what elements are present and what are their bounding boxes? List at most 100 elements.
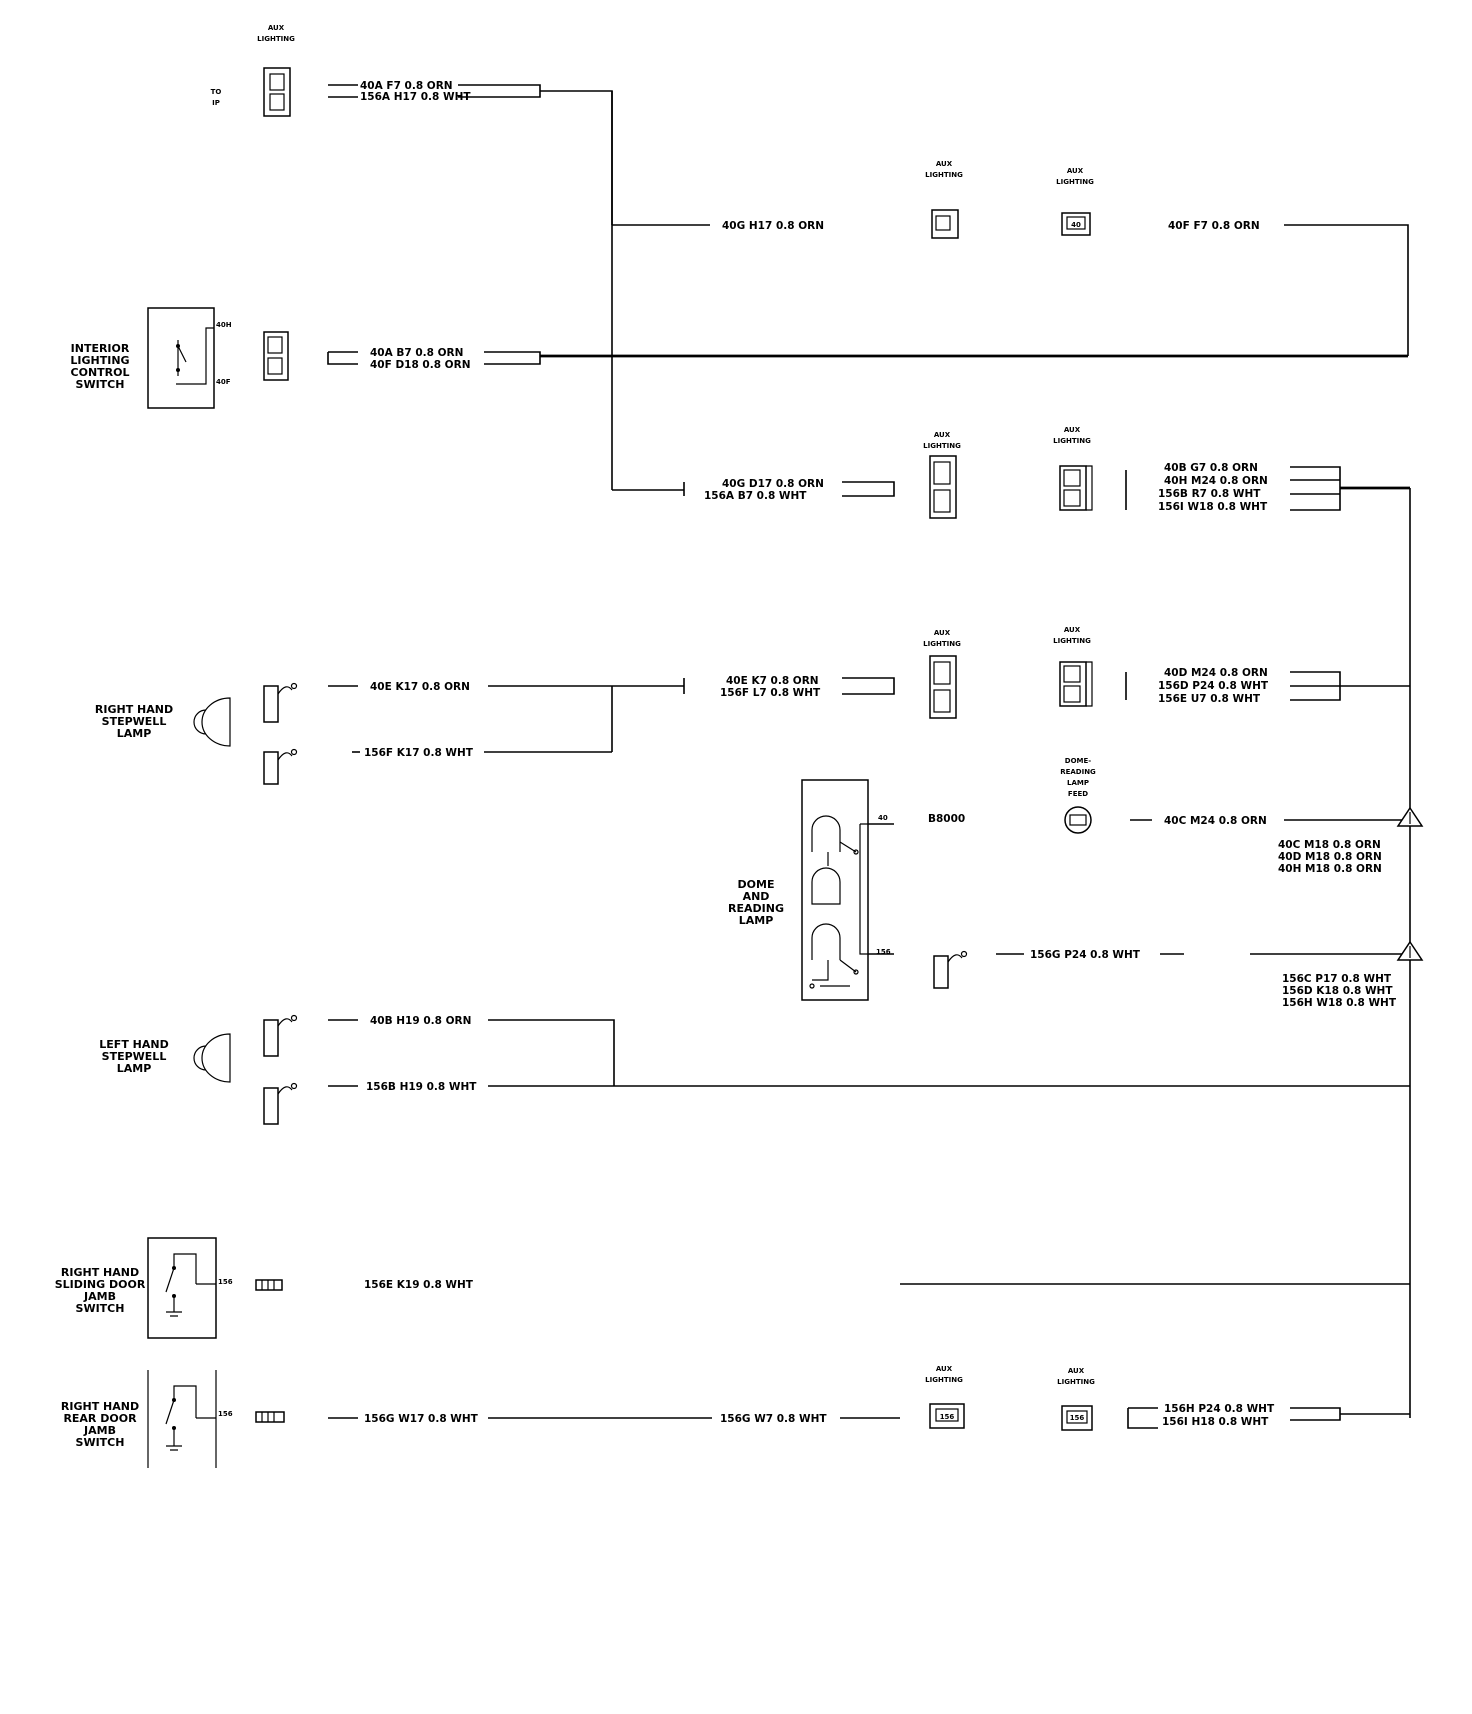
wire-label: 40A F7 0.8 ORN	[360, 80, 453, 92]
svg-text:LIGHTING: LIGHTING	[1053, 637, 1091, 645]
svg-text:AUX: AUX	[1067, 167, 1084, 175]
interior-switch-label-1: INTERIOR	[71, 342, 130, 355]
lh-stepwell-terminal-a	[263, 1014, 298, 1057]
svg-text:AUX: AUX	[1064, 626, 1081, 634]
svg-text:AUX: AUX	[1064, 426, 1081, 434]
rh-stepwell-lamp-icon	[193, 697, 231, 747]
wire-label: 156I W18 0.8 WHT	[1158, 501, 1268, 513]
rh-sliding-label-3: JAMB	[83, 1290, 116, 1303]
wire-label: 156E U7 0.8 WHT	[1158, 693, 1261, 705]
svg-text:AUX: AUX	[934, 629, 951, 637]
lh-stepwell-lamp-icon	[193, 1033, 231, 1083]
svg-text:LIGHTING: LIGHTING	[925, 171, 963, 179]
wire-label: 156B H19 0.8 WHT	[366, 1081, 477, 1093]
feed-label-3: LAMP	[1067, 779, 1089, 787]
interior-switch-connector	[263, 331, 289, 381]
dome-label-2: AND	[743, 890, 770, 903]
svg-text:40H: 40H	[216, 321, 232, 329]
interior-switch-label-2: LIGHTING	[70, 354, 129, 367]
wire-label: 40A B7 0.8 ORN	[370, 347, 463, 359]
dome-feed-connector	[1064, 806, 1092, 834]
aux-connector-mid-top-b: AUX LIGHTING 40	[1056, 167, 1094, 236]
pin-label: 40	[1071, 221, 1081, 229]
wire-label: 40B H19 0.8 ORN	[370, 1015, 471, 1027]
pin-label: 156	[1070, 1414, 1085, 1422]
wire-label: 40B G7 0.8 ORN	[1164, 462, 1258, 474]
aux-connector-top-left: AUX LIGHTING	[257, 24, 295, 117]
to-ip-label-1: TO	[211, 88, 222, 96]
svg-text:LIGHTING: LIGHTING	[1053, 437, 1091, 445]
rh-stepwell-label-3: LAMP	[117, 727, 152, 740]
rh-sliding-label-1: RIGHT HAND	[61, 1266, 139, 1279]
splice-triangle-upper	[1396, 806, 1424, 827]
dome-label-4: LAMP	[739, 914, 774, 927]
svg-text:LIGHTING: LIGHTING	[923, 640, 961, 648]
pin-label: 156	[218, 1410, 233, 1418]
lh-stepwell-label-1: LEFT HAND	[99, 1038, 168, 1051]
svg-text:LIGHTING: LIGHTING	[1057, 1378, 1095, 1386]
interior-switch-label-4: SWITCH	[76, 378, 125, 391]
pin-label: 156	[940, 1413, 955, 1421]
svg-text:LIGHTING: LIGHTING	[923, 442, 961, 450]
svg-text:AUX: AUX	[936, 160, 953, 168]
wire-label: 156I H18 0.8 WHT	[1162, 1416, 1269, 1428]
rh-rear-label-2: REAR DOOR	[63, 1412, 137, 1425]
pin-label: 40	[878, 814, 888, 822]
wire-label: 40G H17 0.8 ORN	[722, 220, 824, 232]
dome-label-3: READING	[728, 902, 784, 915]
dome-reading-lamp-box	[801, 779, 869, 1001]
wire-label: 40E K17 0.8 ORN	[370, 681, 470, 693]
rh-stepwell-terminal-a	[263, 682, 298, 723]
aux-connector-mid-top-a: AUX LIGHTING	[925, 160, 963, 239]
wire-label: 156F L7 0.8 WHT	[720, 687, 821, 699]
aux-connector-bottom-b: AUX LIGHTING 156	[1057, 1367, 1095, 1431]
lh-stepwell-label-2: STEPWELL	[102, 1050, 167, 1063]
wire-label: 40H M18 0.8 ORN	[1278, 863, 1382, 875]
wire-label: 156D P24 0.8 WHT	[1158, 680, 1269, 692]
aux-connector-bottom-a: AUX LIGHTING 156	[925, 1365, 965, 1429]
pin-label: 156	[876, 948, 891, 956]
wire-label: 40G D17 0.8 ORN	[722, 478, 824, 490]
rh-stepwell-label-2: STEPWELL	[102, 715, 167, 728]
rh-rear-label-1: RIGHT HAND	[61, 1400, 139, 1413]
svg-text:AUX: AUX	[936, 1365, 953, 1373]
rh-rear-terminal	[255, 1411, 285, 1423]
svg-text:LIGHTING: LIGHTING	[257, 35, 295, 43]
pin-label: 156	[218, 1278, 233, 1286]
dome-terminal	[933, 950, 968, 989]
interior-lighting-control-switch: 40H 40F	[147, 307, 232, 409]
rh-stepwell-label-1: RIGHT HAND	[95, 703, 173, 716]
aux-connector-lower-b: AUX LIGHTING	[1053, 626, 1091, 707]
wire-label: 156D K18 0.8 WHT	[1282, 985, 1393, 997]
wire-label: 156C P17 0.8 WHT	[1282, 973, 1392, 985]
svg-text:AUX: AUX	[1068, 1367, 1085, 1375]
rh-sliding-terminal	[255, 1279, 283, 1291]
svg-text:AUX: AUX	[934, 431, 951, 439]
wire-label: 40C M18 0.8 ORN	[1278, 839, 1381, 851]
wire-label: 40F F7 0.8 ORN	[1168, 220, 1260, 232]
feed-label-1: DOME-	[1065, 757, 1092, 765]
svg-text:LIGHTING: LIGHTING	[1056, 178, 1094, 186]
svg-text:LIGHTING: LIGHTING	[925, 1376, 963, 1384]
aux-connector-mid-a: AUX LIGHTING	[923, 431, 961, 519]
rh-sliding-label-2: SLIDING DOOR	[55, 1278, 146, 1291]
wire-label: 156G W17 0.8 WHT	[364, 1413, 479, 1425]
splice-triangle-lower	[1396, 940, 1424, 961]
feed-label-4: FEED	[1068, 790, 1088, 798]
svg-text:AUX: AUX	[268, 24, 285, 32]
to-ip-label-2: IP	[212, 99, 220, 107]
dome-connector-label: B8000	[928, 813, 965, 825]
interior-switch-label-3: CONTROL	[71, 366, 130, 379]
wire-label: 156H P24 0.8 WHT	[1164, 1403, 1275, 1415]
rh-sliding-switch-box	[147, 1237, 217, 1339]
lh-stepwell-terminal-b	[263, 1082, 298, 1125]
wire-label: 40E K7 0.8 ORN	[726, 675, 819, 687]
dome-label-1: DOME	[738, 878, 775, 891]
wire-label: 156B R7 0.8 WHT	[1158, 488, 1261, 500]
wire-label: 40F D18 0.8 ORN	[370, 359, 470, 371]
rh-sliding-label-4: SWITCH	[76, 1302, 125, 1315]
feed-label-2: READING	[1060, 768, 1096, 776]
wire-label: 156A H17 0.8 WHT	[360, 91, 471, 103]
rh-stepwell-terminal-b	[263, 748, 298, 785]
